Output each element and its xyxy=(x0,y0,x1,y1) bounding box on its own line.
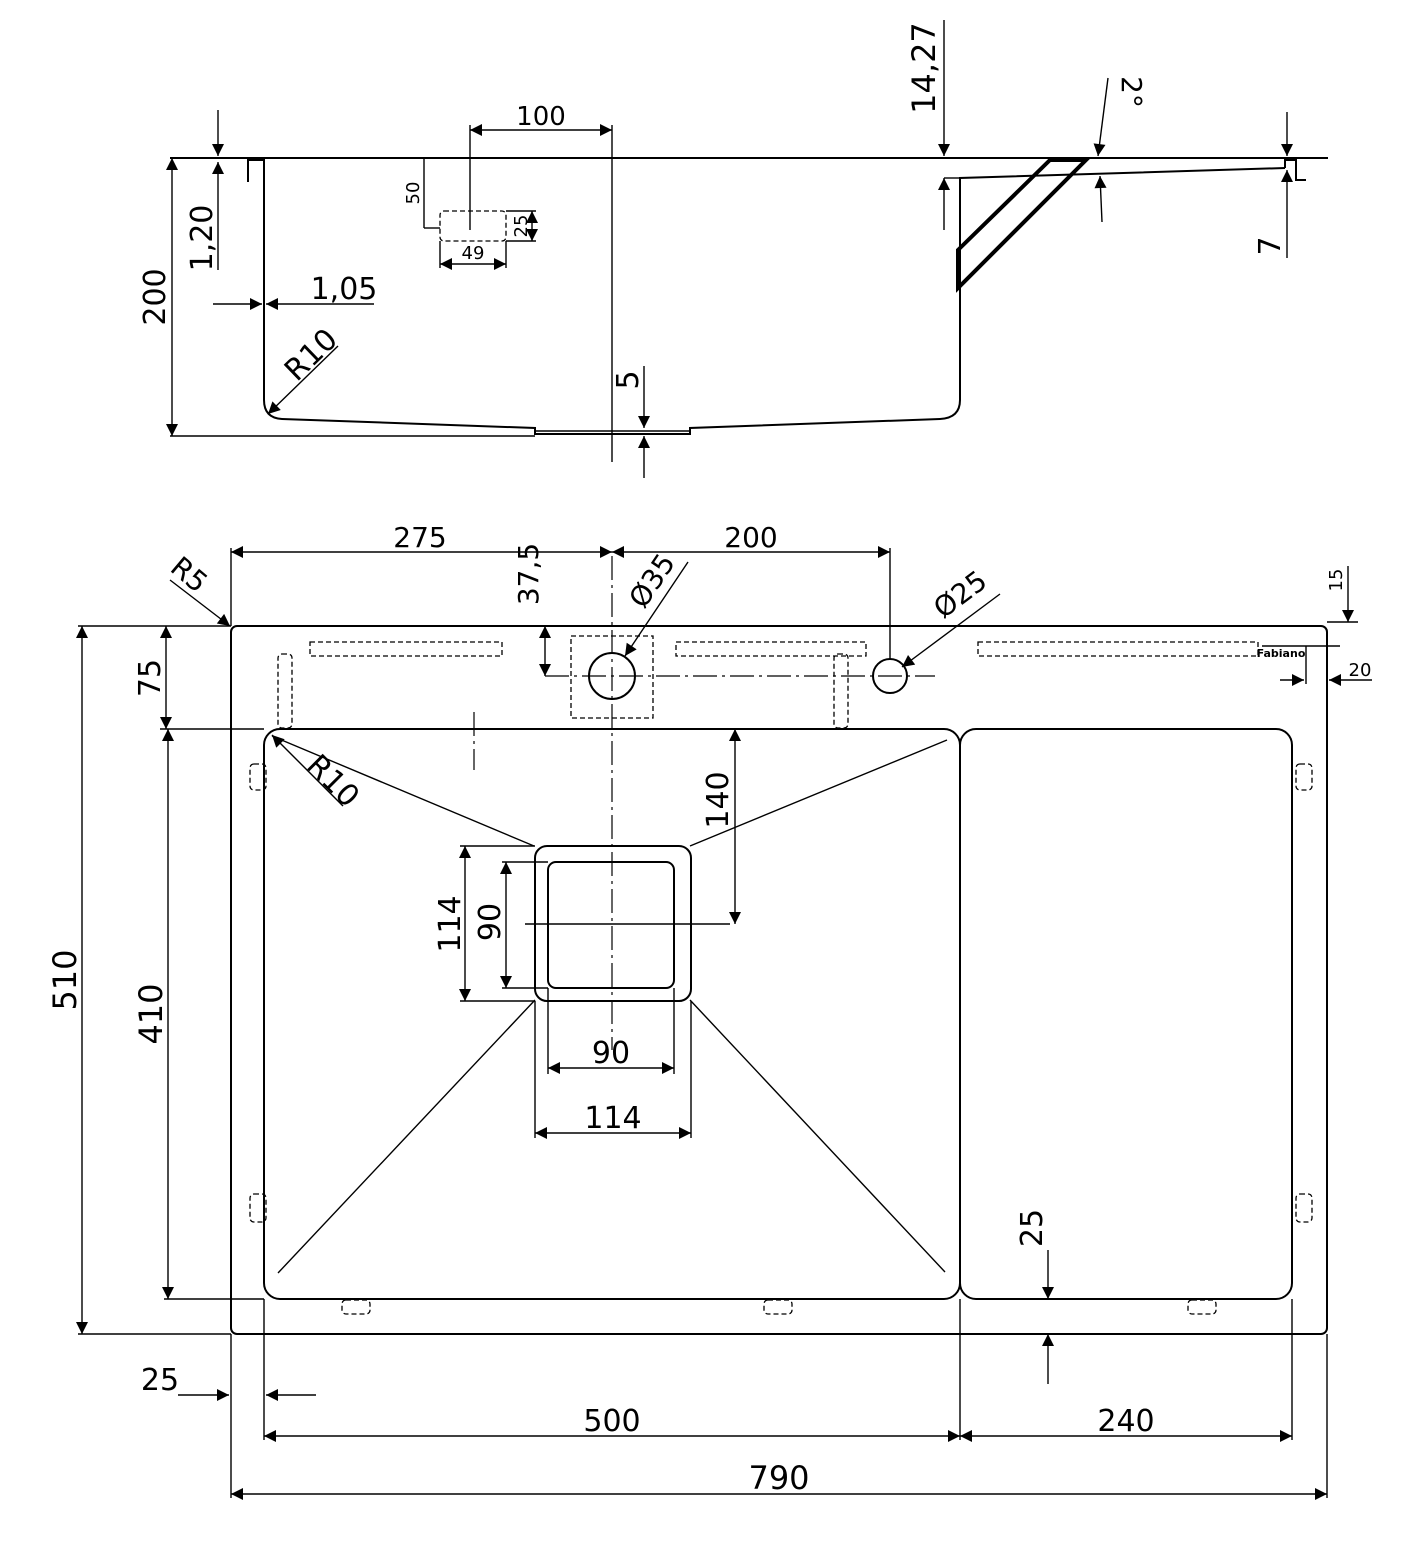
dim-14-27: 14,27 xyxy=(905,22,943,114)
dim-49: 49 xyxy=(462,243,485,264)
dim-114-horizontal: 114 xyxy=(584,1101,641,1136)
dim-410: 410 xyxy=(132,983,170,1044)
brand-label: Fabiano xyxy=(1257,647,1306,660)
dim-7: 7 xyxy=(1253,236,1288,255)
dim-90-horizontal: 90 xyxy=(592,1036,630,1071)
dim-790: 790 xyxy=(748,1459,809,1497)
dim-20: 20 xyxy=(1349,660,1372,681)
faucet-hole xyxy=(588,652,636,700)
side-section-view: 100 50 25 49 14,27 2° 1,20 200 xyxy=(138,20,1328,478)
drain-inner xyxy=(547,861,675,989)
dim-25-bottom: 25 xyxy=(1015,1209,1050,1247)
dim-37-5: 37,5 xyxy=(512,543,545,605)
dim-510: 510 xyxy=(46,949,84,1010)
sink-outline xyxy=(230,625,1328,1335)
dim-100: 100 xyxy=(516,102,566,132)
dim-200-holes: 200 xyxy=(724,521,777,554)
dim-114-vertical: 114 xyxy=(433,895,468,952)
dim-15: 15 xyxy=(1326,569,1347,592)
radius-r10-side: R10 xyxy=(278,322,345,388)
dim-5: 5 xyxy=(611,370,646,389)
dim-240: 240 xyxy=(1097,1404,1154,1439)
angle-2: 2° xyxy=(1115,76,1148,108)
radius-r10-top: R10 xyxy=(299,748,365,814)
dim-200-depth: 200 xyxy=(138,268,173,325)
top-plan-view: Fabiano 275 200 37,5 Ø35 Ø2 xyxy=(46,521,1372,1500)
dim-25-slot: 25 xyxy=(511,215,532,238)
radius-r5: R5 xyxy=(164,550,214,599)
dim-25-left: 25 xyxy=(141,1363,179,1398)
dim-275: 275 xyxy=(393,521,446,554)
dim-75: 75 xyxy=(133,659,168,697)
diameter-35: Ø35 xyxy=(622,548,682,614)
dim-50: 50 xyxy=(403,182,424,205)
dim-90-vertical: 90 xyxy=(473,903,508,941)
drainboard xyxy=(959,728,1293,1300)
dim-1-05: 1,05 xyxy=(311,272,378,307)
dim-140: 140 xyxy=(701,771,736,828)
diameter-25: Ø25 xyxy=(927,564,993,625)
dim-1-20: 1,20 xyxy=(185,205,220,272)
dim-500: 500 xyxy=(583,1404,640,1439)
